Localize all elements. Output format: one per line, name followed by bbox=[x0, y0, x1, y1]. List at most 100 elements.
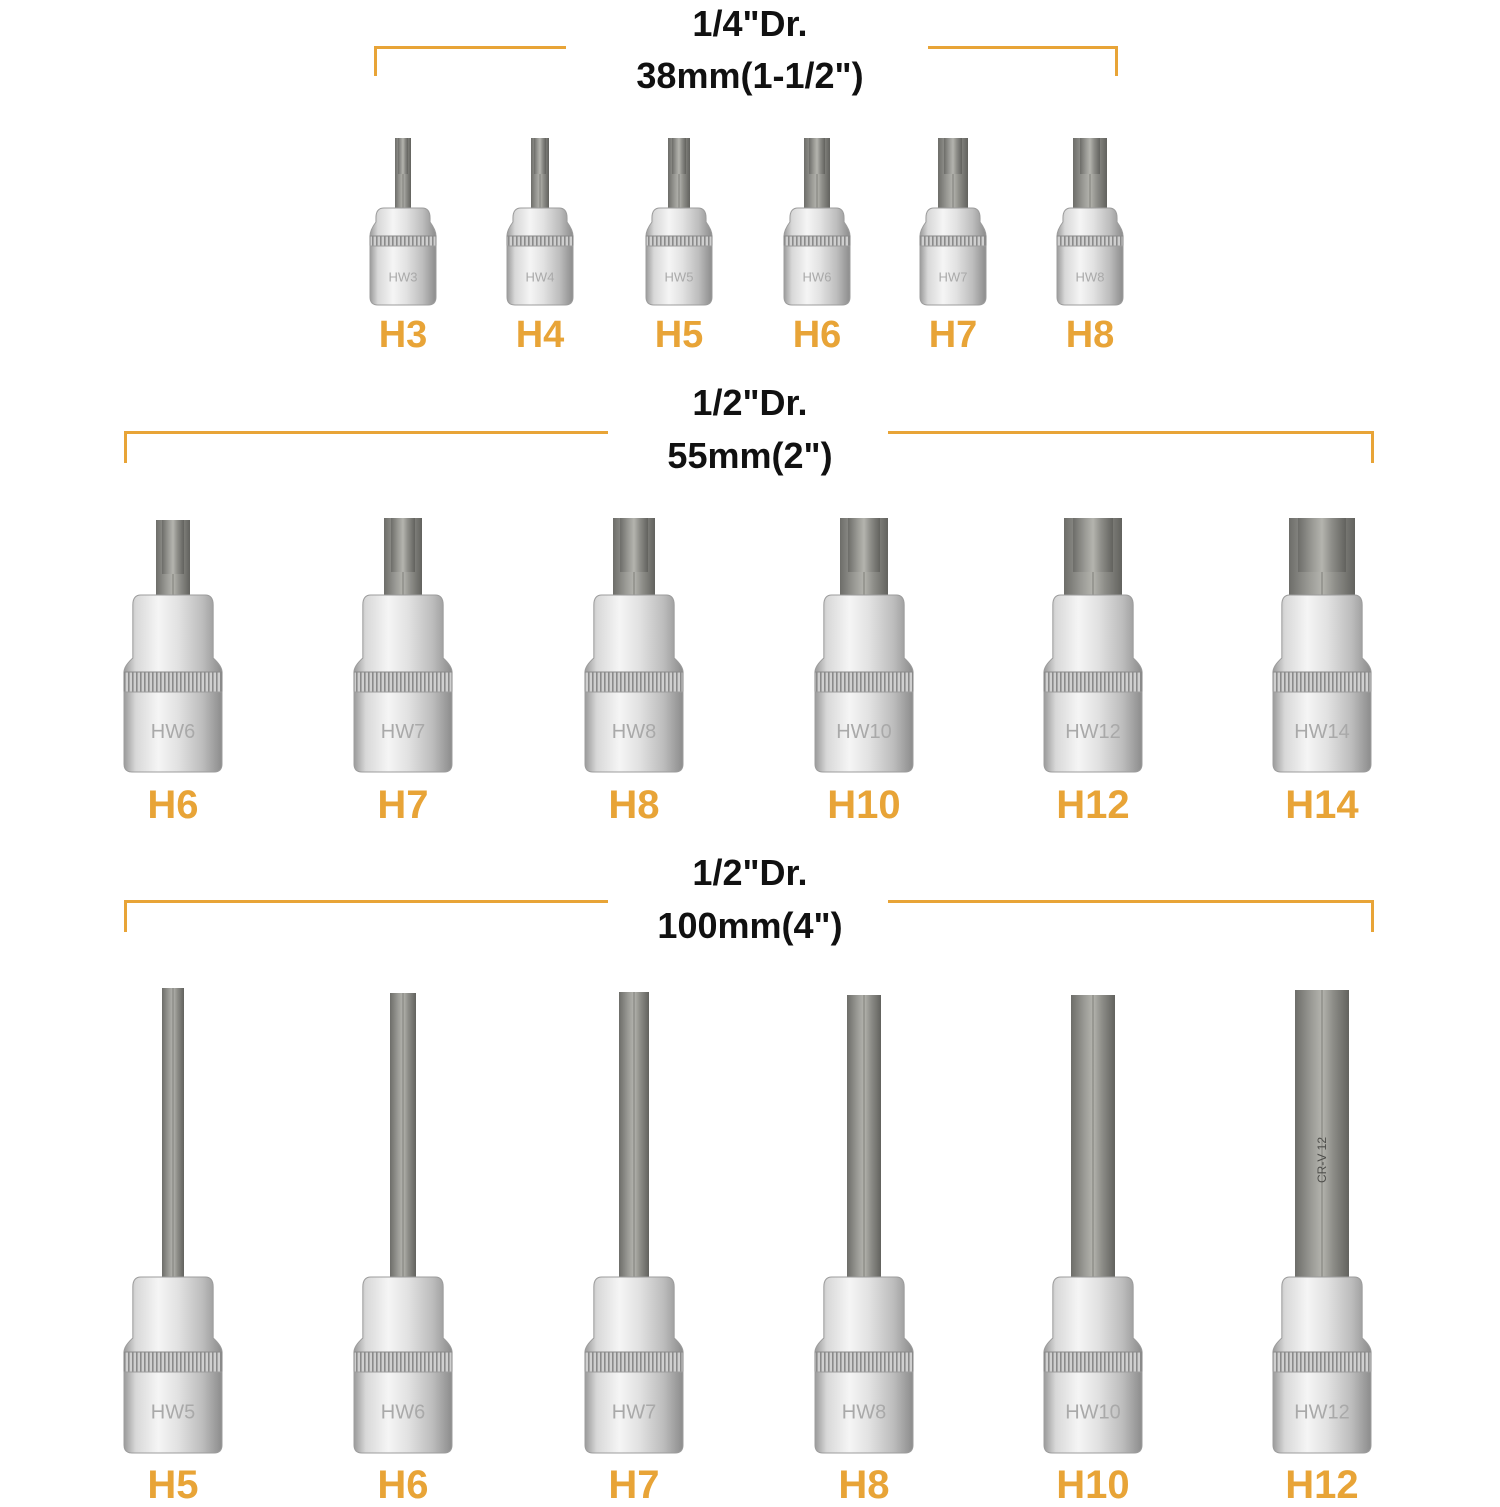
bracket-right bbox=[928, 46, 1118, 49]
socket-body bbox=[353, 1371, 453, 1454]
socket-marking: HW12 bbox=[1294, 1402, 1350, 1424]
socket-neck bbox=[814, 594, 914, 673]
bit-size-label: H7 bbox=[377, 783, 429, 827]
hex-tip bbox=[848, 518, 880, 572]
hex-bit-socket: HW8 bbox=[584, 518, 684, 773]
socket-body bbox=[506, 245, 574, 306]
socket-marking: HW5 bbox=[151, 1402, 195, 1424]
socket-body bbox=[123, 691, 223, 773]
knurl-ring bbox=[506, 235, 574, 247]
knurl-ring bbox=[814, 1351, 914, 1373]
bracket-right bbox=[888, 431, 1374, 434]
hex-bit-socket: HW6 bbox=[783, 138, 851, 306]
socket-marking: HW8 bbox=[612, 721, 656, 743]
socket-neck bbox=[353, 594, 453, 673]
socket-neck bbox=[584, 594, 684, 673]
socket-body bbox=[1056, 245, 1124, 306]
bracket-left bbox=[374, 46, 566, 49]
bit-size-label: H8 bbox=[1065, 314, 1115, 356]
bit-size-label: H8 bbox=[608, 783, 660, 827]
bit-size-label: H8 bbox=[838, 1463, 890, 1507]
section-length-title: 100mm(4") bbox=[657, 905, 843, 946]
socket-body bbox=[814, 691, 914, 773]
hex-tip bbox=[1298, 518, 1346, 572]
knurl-ring bbox=[919, 235, 987, 247]
socket-neck bbox=[645, 207, 713, 237]
section-drive-title: 1/2"Dr. bbox=[692, 852, 808, 893]
knurl-ring bbox=[1272, 1351, 1372, 1373]
hex-bit-socket: HW10 bbox=[814, 518, 914, 773]
socket-neck bbox=[1043, 594, 1143, 673]
knurl-ring bbox=[1272, 671, 1372, 693]
socket-marking: HW8 bbox=[1076, 270, 1105, 285]
socket-body bbox=[584, 1371, 684, 1454]
hex-bit-socket: HW10 bbox=[1043, 995, 1143, 1454]
socket-neck bbox=[1043, 1276, 1143, 1353]
socket-body bbox=[814, 1371, 914, 1454]
knurl-ring bbox=[353, 671, 453, 693]
socket-body bbox=[1272, 1371, 1372, 1454]
hex-bit-socket: HW5 bbox=[123, 988, 223, 1454]
shank-marking: CR-V 12 bbox=[1315, 1137, 1329, 1183]
bracket-left-tick bbox=[124, 431, 127, 463]
socket-marking: HW6 bbox=[151, 721, 195, 743]
knurl-ring bbox=[1056, 235, 1124, 247]
bit-size-label: H3 bbox=[378, 314, 428, 356]
bit-size-label: H12 bbox=[1285, 1463, 1359, 1507]
hex-bit-socket: HW7 bbox=[353, 518, 453, 773]
socket-neck bbox=[1056, 207, 1124, 237]
hex-bit-socket: HW12 bbox=[1043, 518, 1143, 773]
section-length-title: 55mm(2") bbox=[667, 435, 833, 476]
socket-marking: HW3 bbox=[389, 270, 418, 285]
socket-neck bbox=[369, 207, 437, 237]
socket-marking: HW10 bbox=[1065, 1402, 1121, 1424]
hex-bit-socket: HW5 bbox=[645, 138, 713, 306]
bracket-right-tick bbox=[1371, 900, 1374, 932]
socket-marking: HW14 bbox=[1294, 721, 1350, 743]
hex-bit-socket: HW12 CR-V 12 bbox=[1272, 990, 1372, 1454]
bit-size-label: H6 bbox=[792, 314, 842, 356]
bit-size-label: H6 bbox=[377, 1463, 429, 1507]
knurl-ring bbox=[1043, 1351, 1143, 1373]
socket-marking: HW4 bbox=[526, 270, 555, 285]
socket-neck bbox=[506, 207, 574, 237]
socket-body bbox=[645, 245, 713, 306]
knurl-ring bbox=[783, 235, 851, 247]
hex-tip bbox=[809, 138, 825, 174]
hex-tip bbox=[391, 518, 415, 572]
hex-bit-socket: HW6 bbox=[123, 520, 223, 773]
socket-body bbox=[919, 245, 987, 306]
knurl-ring bbox=[814, 671, 914, 693]
hex-bit-socket: HW8 bbox=[814, 995, 914, 1454]
socket-body bbox=[369, 245, 437, 306]
socket-marking: HW6 bbox=[803, 270, 832, 285]
bracket-right-tick bbox=[1371, 431, 1374, 463]
hex-bit-socket: HW7 bbox=[584, 992, 684, 1454]
hex-tip bbox=[162, 520, 184, 574]
socket-marking: HW10 bbox=[836, 721, 892, 743]
socket-neck bbox=[584, 1276, 684, 1353]
hex-bit-socket: HW6 bbox=[353, 993, 453, 1454]
socket-body bbox=[353, 691, 453, 773]
bit-size-label: H10 bbox=[827, 783, 901, 827]
bracket-left bbox=[124, 900, 608, 903]
socket-neck bbox=[1272, 594, 1372, 673]
socket-neck bbox=[123, 1276, 223, 1353]
socket-marking: HW7 bbox=[612, 1402, 656, 1424]
hex-tip bbox=[944, 138, 962, 174]
bit-size-label: H7 bbox=[608, 1463, 660, 1507]
knurl-ring bbox=[369, 235, 437, 247]
socket-neck bbox=[123, 594, 223, 673]
socket-marking: HW8 bbox=[842, 1402, 886, 1424]
socket-body bbox=[1043, 1371, 1143, 1454]
bracket-left-tick bbox=[124, 900, 127, 932]
socket-body bbox=[1043, 691, 1143, 773]
socket-neck bbox=[814, 1276, 914, 1353]
bit-size-label: H10 bbox=[1056, 1463, 1130, 1507]
hex-bit-socket: HW3 bbox=[369, 138, 437, 306]
socket-marking: HW7 bbox=[381, 721, 425, 743]
bracket-right bbox=[888, 900, 1374, 903]
socket-body bbox=[123, 1371, 223, 1454]
socket-body bbox=[1272, 691, 1372, 773]
